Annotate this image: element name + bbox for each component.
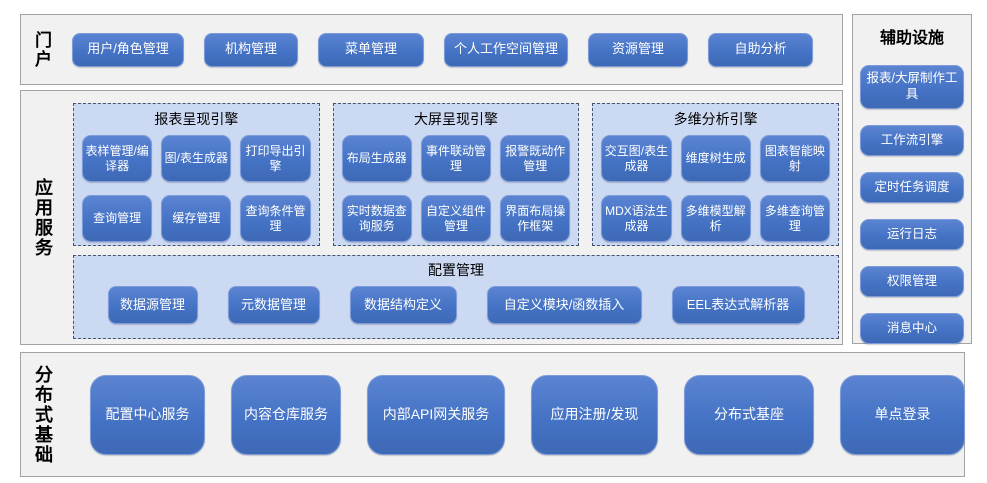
node-cache-mgmt[interactable]: 缓存管理 bbox=[161, 195, 232, 242]
config-mgmt-group: 配置管理 数据源管理 元数据管理 数据结构定义 自定义模块/函数插入 EEL表达… bbox=[73, 255, 839, 339]
node-internal-api-gateway-service[interactable]: 内部API网关服务 bbox=[367, 374, 505, 455]
olap-engine-group: 多维分析引擎 交互图/表生成器 维度树生成 图表智能映射 MDX语法生成器 多维… bbox=[592, 103, 840, 246]
olap-engine-grid: 交互图/表生成器 维度树生成 图表智能映射 MDX语法生成器 多维模型解析 多维… bbox=[601, 135, 831, 242]
node-single-sign-on[interactable]: 单点登录 bbox=[840, 374, 965, 455]
portal-section: 门户 用户/角色管理 机构管理 菜单管理 个人工作空间管理 资源管理 自助分析 bbox=[20, 14, 843, 85]
node-config-center-service[interactable]: 配置中心服务 bbox=[90, 374, 205, 455]
node-datasource-mgmt[interactable]: 数据源管理 bbox=[107, 286, 198, 324]
node-multidim-model-parser[interactable]: 多维模型解析 bbox=[680, 195, 751, 242]
engine-groups: 报表呈现引擎 表样管理/编译器 图/表生成器 打印导出引擎 查询管理 缓存管理 … bbox=[73, 103, 840, 246]
auxiliary-node-column: 报表/大屏制作工具 工作流引擎 定时任务调度 运行日志 权限管理 消息中心 bbox=[853, 65, 971, 344]
app-services-section: 应用服务 报表呈现引擎 表样管理/编译器 图/表生成器 打印导出引擎 查询管理 … bbox=[20, 90, 843, 345]
report-engine-title: 报表呈现引擎 bbox=[154, 111, 239, 127]
distributed-node-row: 配置中心服务 内容仓库服务 内部API网关服务 应用注册/发现 分布式基座 单点… bbox=[90, 374, 965, 455]
node-layout-generator[interactable]: 布局生成器 bbox=[341, 135, 412, 182]
node-distributed-base[interactable]: 分布式基座 bbox=[684, 374, 814, 455]
bigscreen-engine-title: 大屏呈现引擎 bbox=[414, 111, 498, 127]
report-engine-group: 报表呈现引擎 表样管理/编译器 图/表生成器 打印导出引擎 查询管理 缓存管理 … bbox=[73, 103, 320, 246]
node-eel-expression-parser[interactable]: EEL表达式解析器 bbox=[671, 286, 805, 324]
node-content-repository-service[interactable]: 内容仓库服务 bbox=[231, 374, 341, 455]
node-report-template-compiler[interactable]: 表样管理/编译器 bbox=[82, 135, 153, 182]
node-print-export-engine[interactable]: 打印导出引擎 bbox=[240, 135, 311, 182]
node-custom-component-mgmt[interactable]: 自定义组件管理 bbox=[420, 195, 492, 242]
node-chart-smart-mapping[interactable]: 图表智能映射 bbox=[759, 135, 831, 182]
node-permission-mgmt[interactable]: 权限管理 bbox=[860, 266, 964, 297]
node-org-mgmt[interactable]: 机构管理 bbox=[204, 32, 298, 67]
portal-node-row: 用户/角色管理 机构管理 菜单管理 个人工作空间管理 资源管理 自助分析 bbox=[72, 32, 813, 67]
node-realtime-data-query-service[interactable]: 实时数据查询服务 bbox=[341, 195, 412, 242]
node-interactive-chart-generator[interactable]: 交互图/表生成器 bbox=[601, 135, 672, 182]
node-message-center[interactable]: 消息中心 bbox=[860, 313, 964, 344]
node-metadata-mgmt[interactable]: 元数据管理 bbox=[227, 286, 320, 324]
node-scheduled-task-dispatch[interactable]: 定时任务调度 bbox=[860, 172, 964, 203]
node-event-linkage-mgmt[interactable]: 事件联动管理 bbox=[420, 135, 492, 182]
node-self-service-analysis[interactable]: 自助分析 bbox=[708, 32, 813, 67]
node-alarm-action-mgmt[interactable]: 报警既动作管理 bbox=[500, 135, 571, 182]
node-user-role-mgmt[interactable]: 用户/角色管理 bbox=[72, 32, 184, 67]
distributed-section: 分布式基础 配置中心服务 内容仓库服务 内部API网关服务 应用注册/发现 分布… bbox=[20, 352, 965, 477]
node-personal-workspace-mgmt[interactable]: 个人工作空间管理 bbox=[444, 32, 568, 67]
auxiliary-title: 辅助设施 bbox=[879, 30, 944, 47]
node-resource-mgmt[interactable]: 资源管理 bbox=[588, 32, 688, 67]
node-dimension-tree-generator[interactable]: 维度树生成 bbox=[680, 135, 751, 182]
config-mgmt-title: 配置管理 bbox=[428, 262, 484, 278]
node-menu-mgmt[interactable]: 菜单管理 bbox=[318, 32, 424, 67]
portal-label: 门户 bbox=[32, 30, 51, 69]
node-query-condition-mgmt[interactable]: 查询条件管理 bbox=[240, 195, 311, 242]
node-chart-table-generator[interactable]: 图/表生成器 bbox=[161, 135, 232, 182]
report-engine-grid: 表样管理/编译器 图/表生成器 打印导出引擎 查询管理 缓存管理 查询条件管理 bbox=[82, 135, 311, 242]
node-custom-module-function-insert[interactable]: 自定义模块/函数插入 bbox=[486, 286, 642, 324]
distributed-label: 分布式基础 bbox=[33, 364, 53, 465]
bigscreen-engine-grid: 布局生成器 事件联动管理 报警既动作管理 实时数据查询服务 自定义组件管理 界面… bbox=[341, 135, 571, 242]
node-runtime-logs[interactable]: 运行日志 bbox=[860, 219, 964, 250]
node-data-structure-definition[interactable]: 数据结构定义 bbox=[349, 286, 457, 324]
bigscreen-engine-group: 大屏呈现引擎 布局生成器 事件联动管理 报警既动作管理 实时数据查询服务 自定义… bbox=[332, 103, 580, 246]
config-mgmt-row: 数据源管理 元数据管理 数据结构定义 自定义模块/函数插入 EEL表达式解析器 bbox=[84, 286, 828, 324]
olap-engine-title: 多维分析引擎 bbox=[673, 111, 758, 127]
node-query-mgmt[interactable]: 查询管理 bbox=[82, 195, 153, 242]
auxiliary-section: 辅助设施 报表/大屏制作工具 工作流引擎 定时任务调度 运行日志 权限管理 消息… bbox=[852, 14, 972, 344]
app-services-label: 应用服务 bbox=[33, 177, 53, 258]
node-ui-layout-framework[interactable]: 界面布局操作框架 bbox=[500, 195, 571, 242]
node-mdx-syntax-generator[interactable]: MDX语法生成器 bbox=[601, 195, 672, 242]
node-report-bigscreen-authoring-tool[interactable]: 报表/大屏制作工具 bbox=[860, 65, 964, 109]
node-workflow-engine[interactable]: 工作流引擎 bbox=[860, 125, 964, 156]
node-multidim-query-mgmt[interactable]: 多维查询管理 bbox=[759, 195, 831, 242]
node-app-registration-discovery[interactable]: 应用注册/发现 bbox=[531, 374, 658, 455]
